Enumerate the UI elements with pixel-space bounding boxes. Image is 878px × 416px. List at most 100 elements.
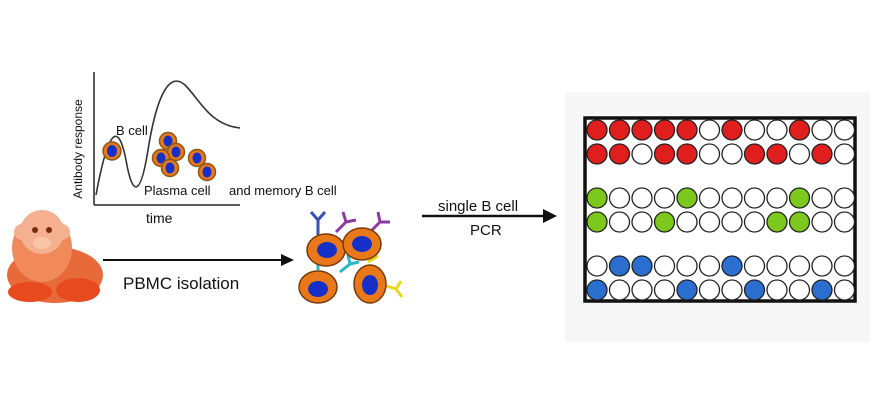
well-empty xyxy=(766,255,788,277)
well-empty xyxy=(653,255,676,277)
well-filled-green xyxy=(788,211,811,233)
well-empty xyxy=(833,143,856,165)
well-empty xyxy=(608,279,631,301)
well-empty xyxy=(721,143,743,165)
well-empty xyxy=(811,211,833,233)
well-empty xyxy=(631,187,653,209)
monkey-icon xyxy=(7,210,103,303)
well-empty xyxy=(698,187,721,209)
pcr-label: PCR xyxy=(470,222,502,239)
well-empty xyxy=(743,119,766,141)
well-filled-green xyxy=(586,187,608,209)
well-empty xyxy=(698,279,721,301)
well-empty xyxy=(833,279,856,301)
graph-x-axis-label: time xyxy=(146,210,173,226)
well-empty xyxy=(608,187,631,209)
well-filled-blue xyxy=(676,279,698,301)
b-cell-label: B cell xyxy=(116,123,148,138)
b-cell-icon xyxy=(102,141,122,161)
well-empty xyxy=(721,187,743,209)
memory-cell-icon xyxy=(187,148,207,168)
antibody-cells xyxy=(298,211,404,304)
antibody-response-graph xyxy=(93,72,241,206)
well-filled-red xyxy=(586,143,608,165)
well-filled-red xyxy=(608,143,631,165)
well-empty xyxy=(743,187,766,209)
well-empty xyxy=(788,143,811,165)
b-cell-icon xyxy=(353,264,387,304)
well-filled-red xyxy=(586,119,608,141)
well-empty xyxy=(833,187,856,209)
pbmc-isolation-arrow xyxy=(103,254,294,266)
pbmc-isolation-label: PBMC isolation xyxy=(123,274,240,293)
well-empty xyxy=(608,211,631,233)
well-filled-red xyxy=(721,119,743,141)
antibody-icon xyxy=(309,211,327,235)
well-filled-red xyxy=(788,119,811,141)
b-cell-icon xyxy=(342,227,382,261)
well-filled-blue xyxy=(608,255,631,277)
well-filled-green xyxy=(586,211,608,233)
well-filled-red xyxy=(608,119,631,141)
well-empty xyxy=(653,279,676,301)
well-empty xyxy=(721,279,743,301)
well-filled-green xyxy=(766,211,788,233)
well-empty xyxy=(788,255,811,277)
well-filled-red xyxy=(676,119,698,141)
well-empty xyxy=(766,279,788,301)
well-empty xyxy=(833,255,856,277)
plasma-cell-label: Plasma cell xyxy=(144,183,211,198)
antibody-icon xyxy=(367,254,379,264)
single-cell-pcr-arrow xyxy=(422,209,557,223)
well-filled-red xyxy=(743,143,766,165)
well-empty xyxy=(653,187,676,209)
well-filled-green xyxy=(653,211,676,233)
well-empty xyxy=(631,143,653,165)
well-empty xyxy=(833,119,856,141)
well-empty xyxy=(676,211,698,233)
well-filled-blue xyxy=(586,279,608,301)
well-empty xyxy=(833,211,856,233)
plate-wells xyxy=(586,119,856,301)
well-filled-red xyxy=(811,143,833,165)
well-filled-green xyxy=(788,187,811,209)
memory-cell-icon xyxy=(197,162,217,182)
well-filled-red xyxy=(631,119,653,141)
antibody-icon xyxy=(334,211,357,234)
graph-cells xyxy=(102,131,217,182)
well-empty xyxy=(811,187,833,209)
response-curve xyxy=(95,80,241,196)
pcr-plate xyxy=(565,92,870,342)
well-empty xyxy=(586,255,608,277)
well-empty xyxy=(631,211,653,233)
memory-b-cell-label: and memory B cell xyxy=(229,183,337,198)
graph-y-axis-label: Antibody response xyxy=(71,99,85,199)
well-empty xyxy=(698,211,721,233)
well-empty xyxy=(676,255,698,277)
well-empty xyxy=(811,119,833,141)
well-filled-blue xyxy=(743,279,766,301)
well-filled-green xyxy=(676,187,698,209)
well-empty xyxy=(743,255,766,277)
b-cell-icon xyxy=(306,233,346,267)
well-empty xyxy=(698,255,721,277)
single-b-cell-label: single B cell xyxy=(438,198,519,215)
well-empty xyxy=(811,255,833,277)
well-filled-blue xyxy=(811,279,833,301)
b-cell-icon xyxy=(298,270,338,304)
well-filled-red xyxy=(676,143,698,165)
well-filled-red xyxy=(766,143,788,165)
well-empty xyxy=(631,279,653,301)
well-empty xyxy=(721,211,743,233)
well-empty xyxy=(743,211,766,233)
well-empty xyxy=(698,143,721,165)
well-empty xyxy=(698,119,721,141)
well-filled-blue xyxy=(631,255,653,277)
well-empty xyxy=(766,119,788,141)
well-empty xyxy=(788,279,811,301)
antibody-icon xyxy=(339,254,360,274)
well-filled-blue xyxy=(721,255,743,277)
well-filled-red xyxy=(653,143,676,165)
plasma-cell-icon xyxy=(160,158,180,178)
